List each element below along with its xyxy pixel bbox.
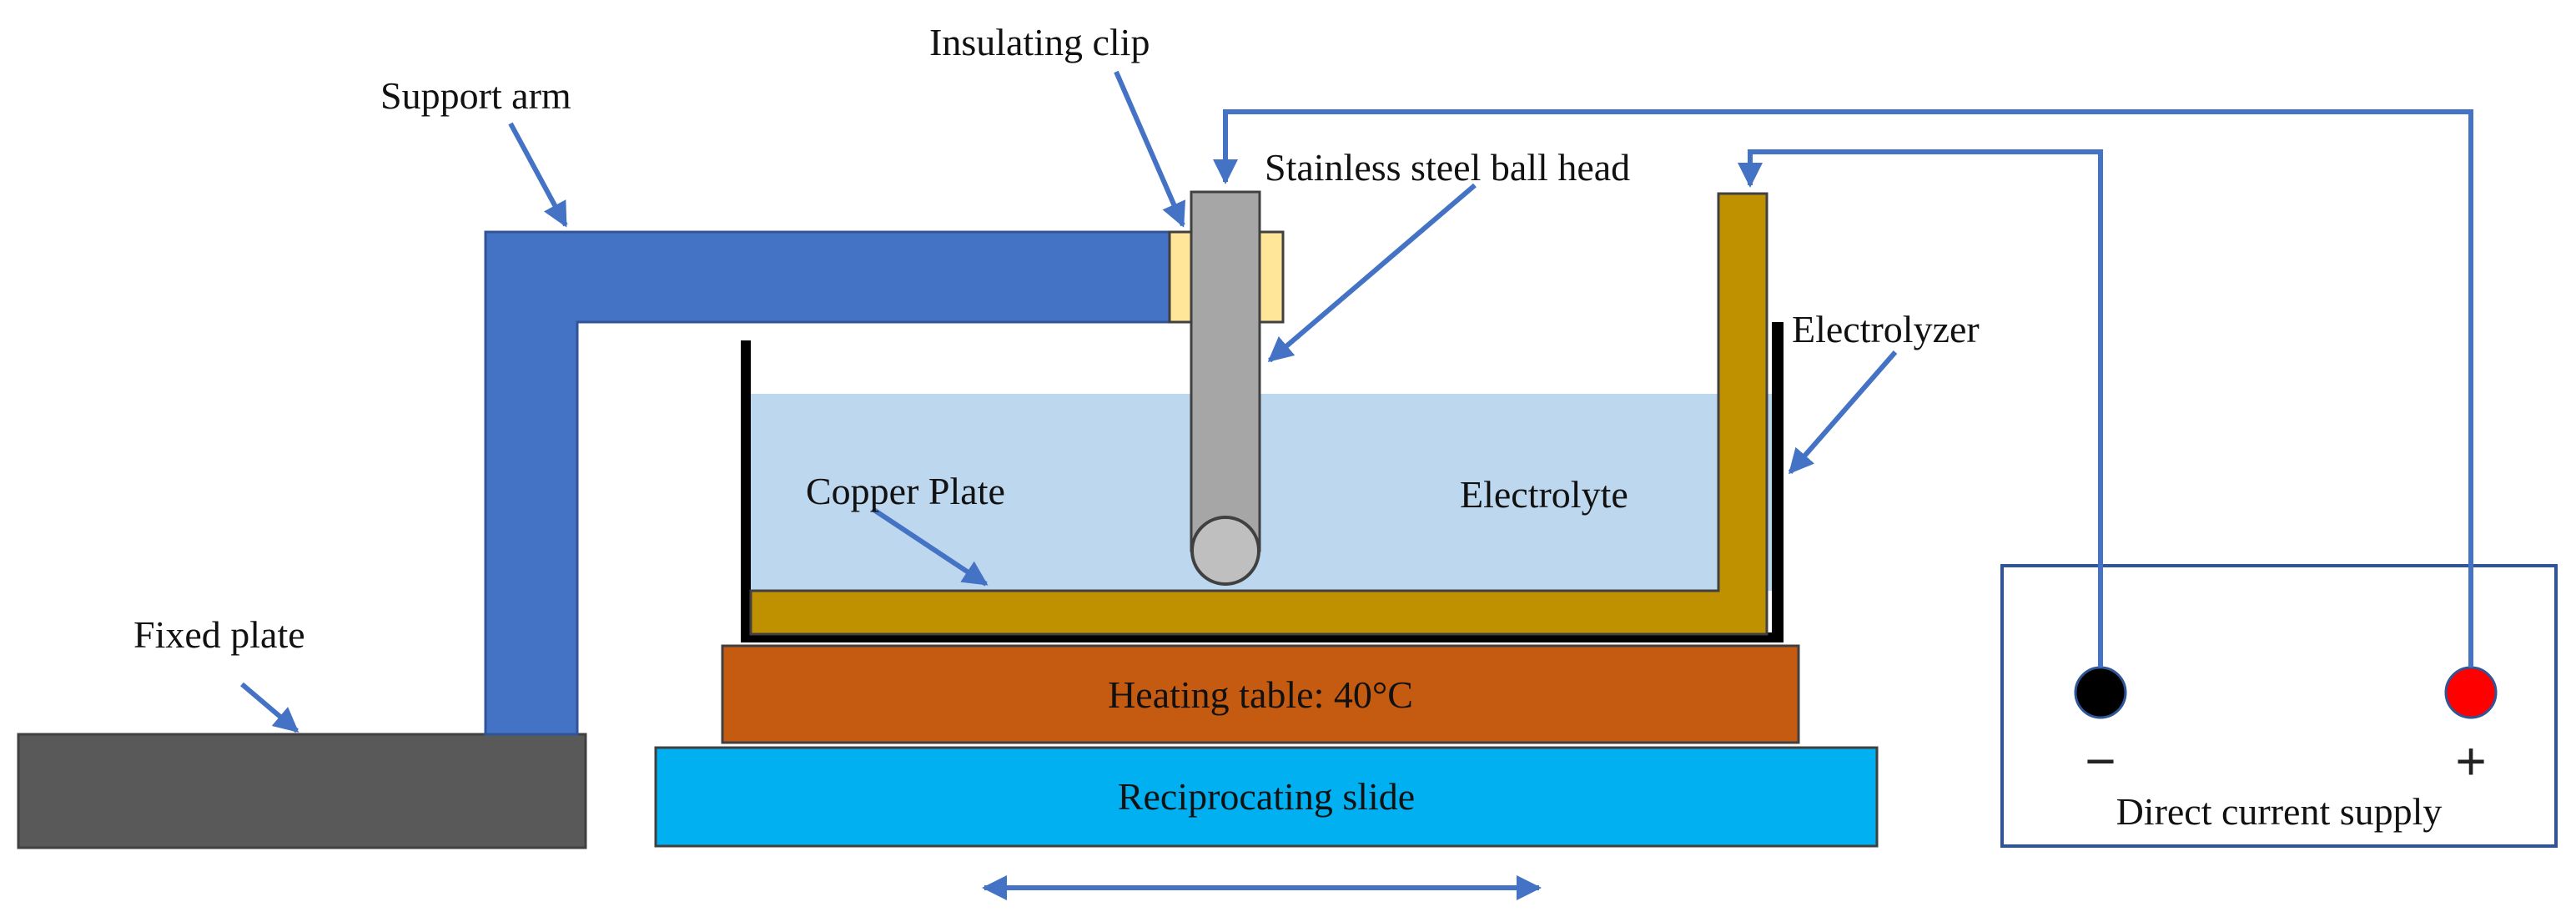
ball-head-pointer	[1267, 183, 1477, 363]
positive-terminal	[2444, 666, 2498, 719]
heating-table-label: Heating table: 40°C	[1108, 673, 1413, 716]
support-arm-pointer	[508, 122, 568, 228]
copper-plate	[749, 192, 1768, 636]
electrolyte-label: Electrolyte	[1460, 473, 1628, 516]
reciprocating-slide	[654, 746, 1879, 848]
wire-negative	[1738, 149, 2103, 668]
heating-table	[721, 644, 1800, 744]
insulating-clip-label: Insulating clip	[929, 21, 1150, 63]
stainless-steel-ball-head	[1190, 516, 1260, 586]
insulating-clip-right	[1256, 230, 1285, 324]
dc-supply-label: Direct current supply	[2116, 790, 2443, 833]
electrolyte	[749, 394, 1784, 591]
electrolyzer-left-wall	[741, 340, 751, 642]
stainless-steel-rod	[1190, 190, 1261, 552]
fixed-plate	[17, 733, 587, 849]
fixed-plate-pointer	[240, 682, 299, 733]
electrolyzer-label: Electrolyzer	[1792, 308, 1980, 350]
ball-head-label: Stainless steel ball head	[1265, 146, 1631, 189]
copper-plate-pointer	[871, 506, 989, 587]
reciprocating-slide-label: Reciprocating slide	[1117, 775, 1416, 818]
minus-sign: −	[2085, 731, 2116, 791]
insulating-clip-pointer	[1114, 70, 1185, 228]
support-arm-label: Support arm	[380, 74, 571, 117]
negative-terminal	[2074, 666, 2127, 719]
plus-sign: +	[2455, 731, 2487, 791]
copper-plate-label: Copper Plate	[806, 470, 1005, 512]
fixed-plate-label: Fixed plate	[133, 613, 305, 656]
wire-positive	[1213, 109, 2473, 668]
electrolyzer-pointer	[1788, 350, 1898, 475]
electrolyzer-right-wall	[1772, 322, 1784, 642]
